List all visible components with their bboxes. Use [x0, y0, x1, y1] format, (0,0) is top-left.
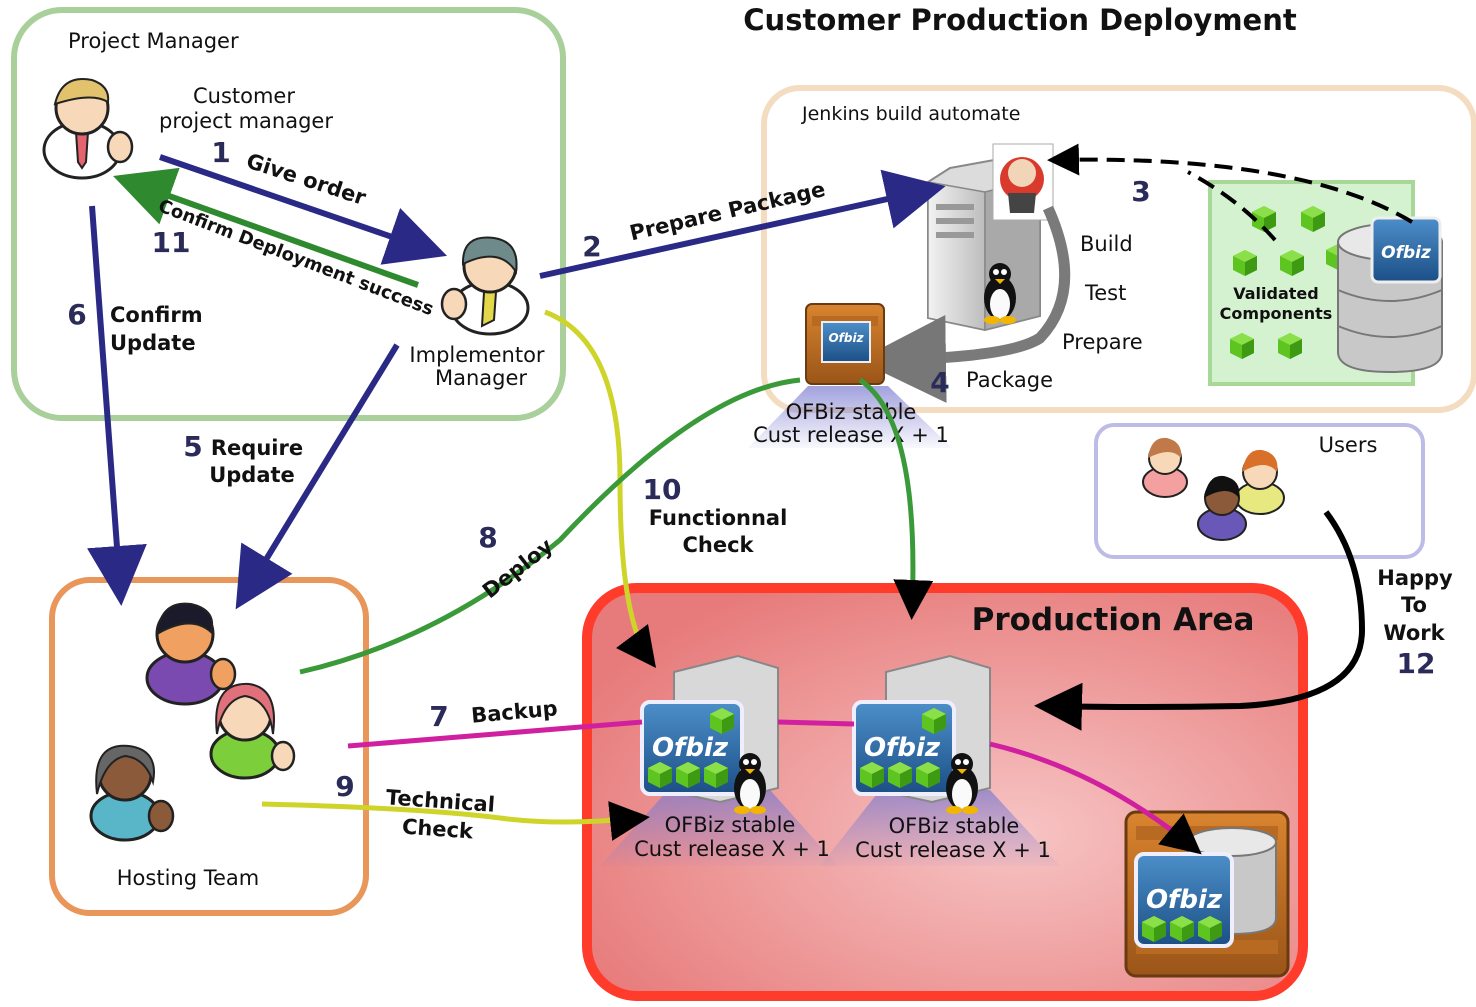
diagram-title: Customer Production Deployment — [743, 3, 1297, 37]
step-1-label: Give order — [243, 149, 369, 210]
arrow-9-technical-check — [261, 801, 650, 841]
step-9-label-2: Check — [401, 815, 475, 844]
package-release-label-2: Cust release X + 1 — [753, 423, 949, 447]
hosting-person-2-icon — [209, 682, 296, 780]
prod-server-1-label-1: OFBiz stable — [665, 813, 796, 837]
arrow-5-require-update — [235, 343, 400, 610]
arrow-1-give-order — [159, 154, 448, 265]
prod-server-1-label-2: Cust release X + 1 — [634, 837, 830, 861]
prod-server-2-shadow — [820, 790, 1060, 866]
jenkins-logo-icon — [992, 143, 1054, 221]
step-5-label-2: Update — [209, 463, 295, 487]
package-crate-icon: Ofbiz — [805, 303, 885, 385]
users-icon — [1142, 437, 1285, 541]
validated-label-1: Validated — [1233, 284, 1318, 303]
production-area-label: Production Area — [972, 602, 1255, 638]
step-5-label-1: Require — [211, 436, 303, 460]
implementor-manager-icon — [440, 236, 530, 336]
implementor-label-2: Manager — [435, 366, 527, 390]
step-2-number: 2 — [582, 230, 601, 263]
svg-text:Ofbiz: Ofbiz — [1381, 243, 1431, 263]
prod-server-2-label-2: Cust release X + 1 — [855, 838, 1051, 862]
implementor-label-1: Implementor — [409, 343, 545, 367]
prod-server-2-icon: Ofbiz — [852, 654, 991, 814]
prod-server-1-icon: Ofbiz — [640, 654, 779, 814]
arrow-7-backup-link — [777, 719, 855, 727]
step-12-label-2: To — [1401, 593, 1427, 617]
hosting-person-3-icon — [89, 744, 175, 842]
arrow-8-deploy-to-prod — [858, 377, 934, 620]
step-4-label: Package — [966, 368, 1053, 392]
users-box — [1094, 423, 1425, 559]
svg-text:Ofbiz: Ofbiz — [652, 733, 729, 763]
step-7-label: Backup — [470, 696, 558, 727]
step-7-number: 7 — [429, 700, 448, 733]
arrow-11-confirm-success — [113, 167, 420, 288]
project-manager-box — [11, 7, 566, 421]
ofbiz-database-icon: Ofbiz — [1337, 216, 1443, 374]
svg-text:Ofbiz: Ofbiz — [1146, 885, 1223, 915]
test-label: Test — [1084, 281, 1126, 305]
users-label: Users — [1319, 433, 1378, 457]
step-10-label-2: Check — [682, 533, 754, 557]
prod-server-2-label-1: OFBiz stable — [889, 814, 1020, 838]
step-6-label-1: Confirm — [110, 303, 203, 327]
backup-crate-icon: Ofbiz — [1124, 810, 1290, 978]
step-4-number: 4 — [930, 366, 949, 399]
step-6-label-2: Update — [110, 331, 196, 355]
arrow-2-prepare-package — [539, 169, 946, 279]
customer-pm-icon — [42, 78, 134, 180]
step-6-number: 6 — [67, 298, 86, 331]
package-release-label-1: OFBiz stable — [786, 400, 917, 424]
step-11-number: 11 — [152, 226, 191, 259]
build-flow-arrow — [858, 205, 1071, 403]
jenkins-label: Jenkins build automate — [801, 103, 1020, 125]
arrow-3-components — [1047, 143, 1414, 224]
arrow-7-backup-to-crate — [989, 741, 1202, 855]
build-label: Build — [1080, 232, 1133, 256]
arrow-3-components-branch — [1187, 170, 1277, 242]
project-manager-label: Project Manager — [68, 29, 239, 53]
step-12-number: 12 — [1397, 647, 1436, 680]
hosting-team-label: Hosting Team — [117, 866, 259, 890]
step-8-number: 8 — [478, 521, 497, 554]
step-1-number: 1 — [211, 136, 230, 169]
step-12-label-1: Happy — [1377, 566, 1453, 590]
hosting-person-1-icon — [145, 602, 237, 706]
customer-pm-label-2: project manager — [159, 109, 333, 133]
step-3-number: 3 — [1131, 175, 1150, 208]
step-10-number: 10 — [643, 473, 682, 506]
prepare-label: Prepare — [1062, 330, 1143, 354]
step-10-label-1: Functionnal — [649, 506, 788, 530]
package-shadow — [748, 386, 952, 448]
svg-text:Ofbiz: Ofbiz — [828, 331, 864, 345]
jenkins-box — [761, 85, 1476, 413]
svg-text:Ofbiz: Ofbiz — [864, 733, 941, 763]
arrow-6-confirm-update — [87, 205, 147, 606]
arrow-7-backup — [347, 719, 643, 749]
step-11-label: Confirm Deployment success — [155, 196, 436, 321]
customer-pm-label-1: Customer — [193, 84, 295, 108]
arrow-8-deploy — [299, 377, 801, 675]
validated-label-2: Components — [1220, 304, 1333, 323]
arrow-12-happy-to-work — [1034, 510, 1366, 731]
step-9-number: 9 — [335, 770, 354, 803]
step-12-label-3: Work — [1383, 621, 1445, 645]
step-5-number: 5 — [183, 430, 202, 463]
prod-server-1-shadow — [600, 790, 838, 866]
